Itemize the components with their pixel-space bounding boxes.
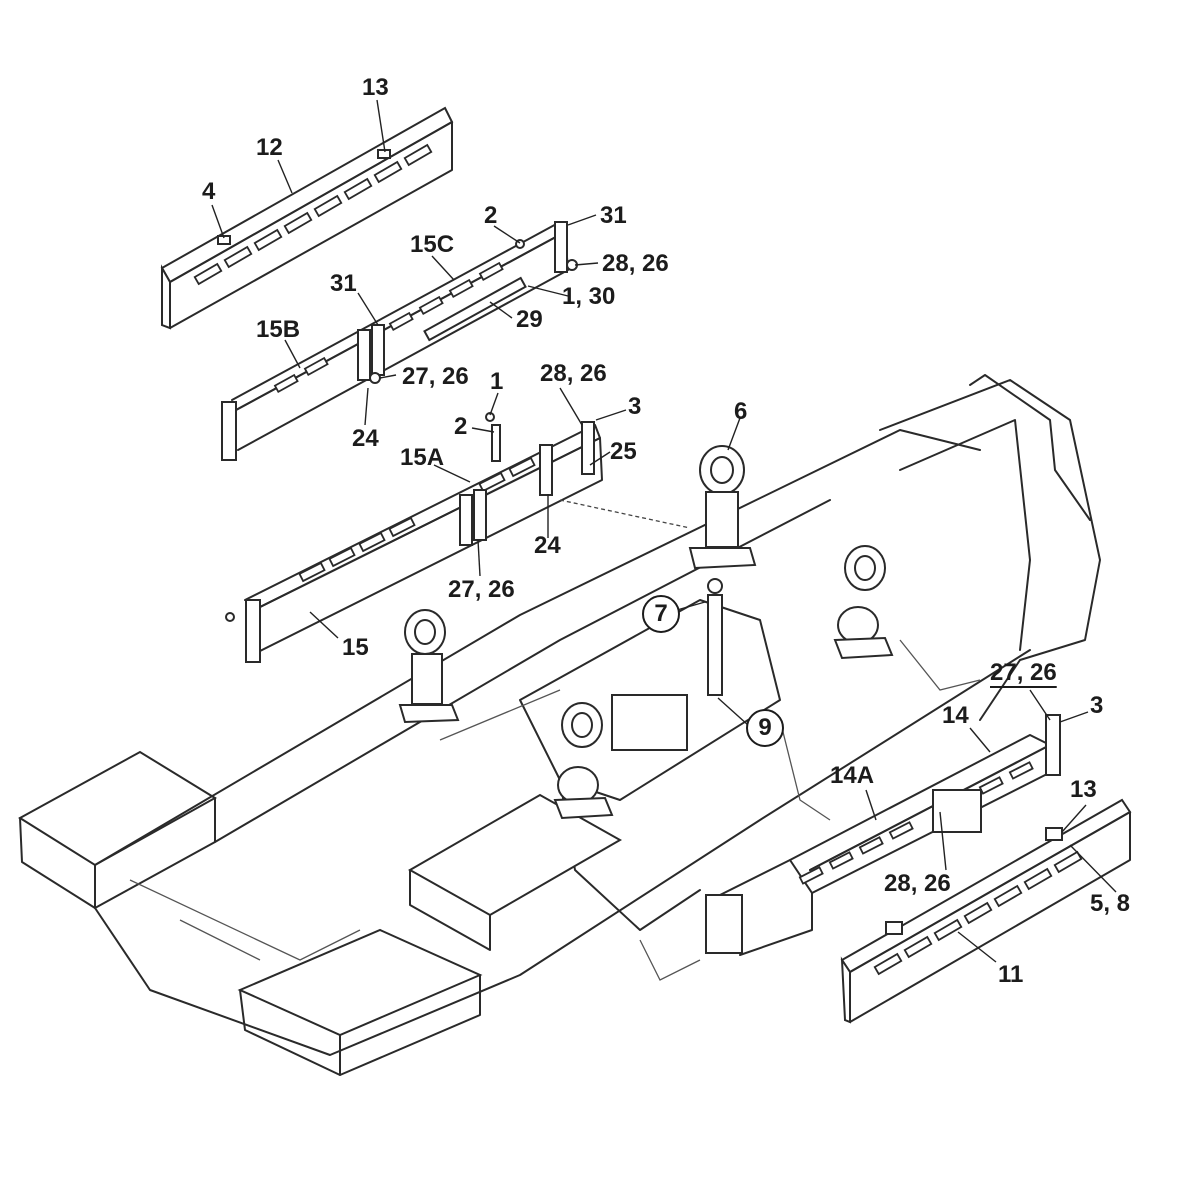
callout-31-mid: 31 [330,270,357,297]
callout-27-26-lower: 27, 26 [448,576,515,603]
callout-14a: 14A [830,762,875,789]
callout-14: 14 [942,702,969,729]
callout-24-lower: 24 [534,532,561,559]
callout-13-right: 13 [1070,776,1097,803]
step-12-drawing [160,106,454,330]
callout-29: 29 [516,306,543,333]
callout-3-right: 3 [1090,692,1104,719]
callout-28-26-mid: 28, 26 [540,360,607,387]
lifting-eyes-drawing [398,445,894,820]
callout-5-8: 5, 8 [1090,890,1131,917]
callout-11: 11 [998,961,1024,988]
step-11-drawing [840,798,1132,1024]
callout-31-top: 31 [600,202,627,229]
callout-6: 6 [734,398,748,425]
callout-15: 15 [342,634,369,661]
callout-1: 1 [490,368,504,395]
callout-1-30: 1, 30 [562,283,616,310]
callout-27-26-mid: 27, 26 [402,363,469,390]
callout-4: 4 [202,178,216,205]
callout-2-mid: 2 [454,413,468,440]
leader-lines [211,99,1117,963]
callout-28-26-right: 28, 26 [884,870,951,897]
callout-2-top: 2 [484,202,498,229]
callout-15c: 15C [410,231,455,258]
callout-3-mid: 3 [628,393,642,420]
step-14-14a-drawing [705,714,1061,956]
step-15b-15c-drawing [221,221,578,461]
callout-24-upper: 24 [352,425,379,452]
callout-27-26-right: 27, 26 [990,659,1057,686]
callout-13-top: 13 [362,74,389,101]
callout-28-26-top: 28, 26 [602,250,669,277]
circled-callout-9-icon: 9 [746,709,784,747]
callout-15a: 15A [400,444,445,471]
step-15-15a-drawing [225,412,603,663]
circled-callout-7-icon: 7 [642,595,680,633]
callout-25: 25 [610,438,637,465]
callout-12: 12 [256,134,283,161]
callout-15b: 15B [256,316,301,343]
